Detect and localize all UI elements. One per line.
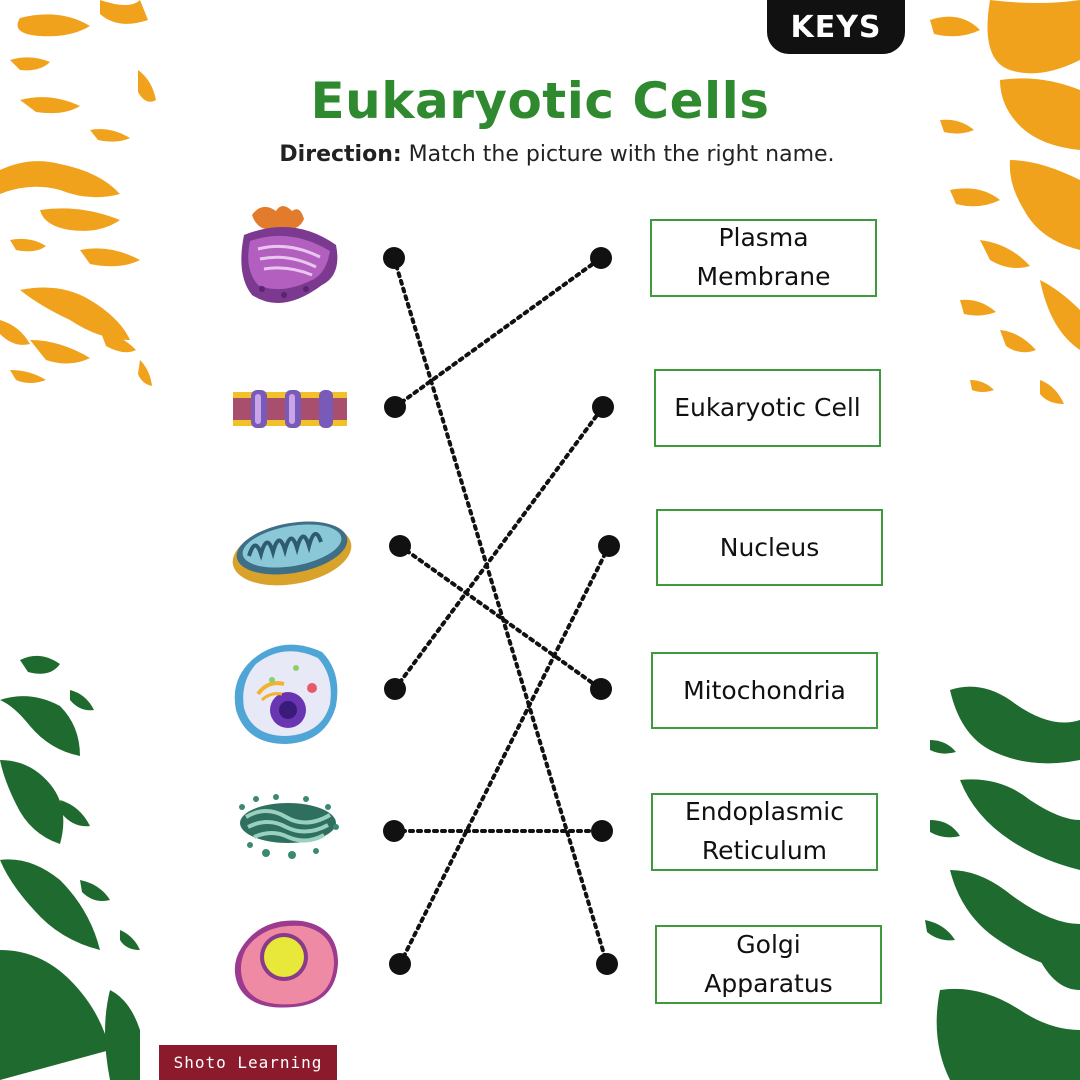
nucleus-icon [234,920,338,1008]
endoplasmic-reticulum-icon [239,794,339,859]
left-dot-1[interactable] [383,247,405,269]
mitochondria-icon [232,521,352,586]
match-line-golgi [392,256,609,966]
brand-badge: Shoto Learning [159,1045,337,1080]
page-title: Eukaryotic Cells [310,72,770,130]
name-label: Plasma Membrane [696,223,831,291]
green-splash-right [925,686,1080,1080]
left-dot-6[interactable] [389,953,411,975]
right-dot-1[interactable] [590,247,612,269]
right-dot-4[interactable] [590,678,612,700]
name-label: Mitochondria [683,675,846,705]
golgi-apparatus-icon [241,206,338,303]
name-label: Endoplasmic Reticulum [684,797,844,865]
left-dot-2[interactable] [384,396,406,418]
orange-splash-right [930,0,1080,404]
direction-text: Direction: Match the picture with the ri… [0,142,1080,167]
eukaryotic-cell-icon [234,644,338,744]
plasma-membrane-icon [233,390,347,428]
brand-label: Shoto Learning [173,1053,323,1072]
direction-instruction: Match the picture with the right name. [401,142,835,167]
right-dot-2[interactable] [592,396,614,418]
left-dot-3[interactable] [389,535,411,557]
keys-badge: KEYS [767,0,905,54]
name-box-nucleus: Nucleus [656,509,883,586]
name-label: Golgi Apparatus [704,929,833,998]
orange-splash-left [0,0,156,386]
name-box-plasma-membrane: Plasma Membrane [650,219,877,297]
match-line-eukaryotic-cell [393,405,605,691]
match-line-mitochondria [398,544,603,691]
name-box-eukaryotic-cell: Eukaryotic Cell [654,369,881,447]
right-dot-5[interactable] [591,820,613,842]
keys-label: KEYS [790,9,882,45]
name-label: Nucleus [719,532,820,562]
right-dot-3[interactable] [598,535,620,557]
name-box-golgi-apparatus: Golgi Apparatus [655,925,882,1004]
name-box-mitochondria: Mitochondria [651,652,878,729]
match-line-nucleus [398,544,611,966]
direction-label: Direction: [279,142,402,167]
green-splash-left [0,655,140,1080]
name-box-endoplasmic-reticulum: Endoplasmic Reticulum [651,793,878,871]
left-dot-5[interactable] [383,820,405,842]
match-line-plasma-membrane [393,256,603,409]
right-dot-6[interactable] [596,953,618,975]
name-label: Eukaryotic Cell [674,393,861,422]
left-dot-4[interactable] [384,678,406,700]
